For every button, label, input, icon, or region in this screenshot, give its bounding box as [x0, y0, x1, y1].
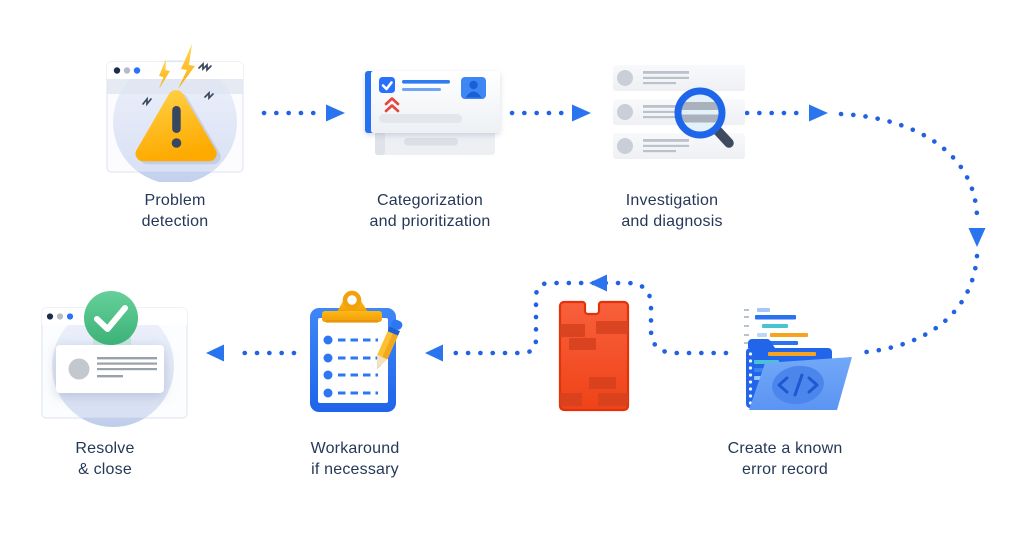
- window-dot: [123, 67, 131, 74]
- arrow-detour-mid-head: [589, 274, 607, 292]
- arrow-curve-top-dots: [838, 111, 980, 219]
- line-number-dots: [748, 352, 753, 405]
- label-line: Resolve: [75, 440, 135, 457]
- label-line: detection: [141, 213, 209, 230]
- arrow-detour-end-head: [425, 344, 443, 362]
- text-line: [402, 80, 450, 84]
- clip-ring: [342, 290, 362, 310]
- success-check-badge: [84, 291, 138, 345]
- lightning-bolt-icon: [159, 59, 170, 89]
- list-magnifier-icon: [613, 65, 745, 159]
- label-line: & close: [78, 461, 132, 478]
- card-avatar: [68, 358, 90, 380]
- pencil-icon: [377, 319, 403, 369]
- ticket-cards-icon: [365, 71, 500, 155]
- label-line: error record: [742, 461, 828, 478]
- code-gutter-dashes: [744, 309, 749, 344]
- brick-wall-icon: [558, 300, 630, 412]
- label-line: Investigation: [625, 192, 719, 209]
- window-dot: [46, 313, 54, 320]
- browser-warning-icon: [106, 44, 244, 182]
- clipboard-clip: [322, 311, 382, 322]
- label-line: Categorization: [377, 192, 483, 209]
- window-dot: [66, 313, 74, 320]
- step-label-categorization: Categorization and prioritization: [330, 190, 530, 232]
- label-line: Problem: [144, 192, 206, 209]
- code-folder-icon: [744, 308, 852, 410]
- browser-checkmark-icon: [41, 291, 188, 427]
- step-label-resolve-close: Resolve & close: [25, 438, 185, 480]
- label-line: Workaround: [310, 440, 400, 457]
- checkbox-icon: [379, 77, 395, 93]
- clipboard-pencil-icon: [310, 290, 403, 412]
- exclamation-mark: [172, 106, 181, 133]
- magnifier-handle: [712, 125, 734, 148]
- code-glyph: [777, 373, 819, 397]
- text-line: [402, 88, 441, 91]
- arrow-2-head: [572, 104, 591, 122]
- window-dot: [56, 313, 64, 320]
- checklist-rows: [323, 335, 378, 398]
- arrow-1-head: [326, 104, 345, 122]
- window-dot: [113, 67, 121, 74]
- arrow-5-head: [206, 344, 224, 362]
- arrow-curve-down-head: [968, 228, 986, 247]
- label-line: and diagnosis: [621, 213, 723, 230]
- step-label-create-error-record: Create a known error record: [685, 438, 885, 480]
- arrow-3-head: [809, 104, 828, 122]
- spark-squiggles: [142, 61, 214, 107]
- step-label-workaround: Workaround if necessary: [255, 438, 455, 480]
- checkmark-icon: [94, 305, 128, 332]
- step-label-problem-detection: Problem detection: [95, 190, 255, 232]
- priority-chevrons-icon: [384, 97, 400, 113]
- brick-patches: [560, 321, 628, 406]
- label-line: Create a known: [727, 440, 843, 457]
- magnifier-ring: [674, 87, 726, 139]
- placeholder-bar: [379, 114, 462, 123]
- card-text-lines: [97, 357, 157, 378]
- label-line: if necessary: [311, 461, 399, 478]
- lightning-bolt-icon: [178, 44, 195, 89]
- arrow-curve-bottom-dots: [853, 253, 980, 356]
- window-dot: [133, 67, 141, 74]
- step-label-investigation: Investigation and diagnosis: [572, 190, 772, 232]
- label-line: and prioritization: [369, 213, 491, 230]
